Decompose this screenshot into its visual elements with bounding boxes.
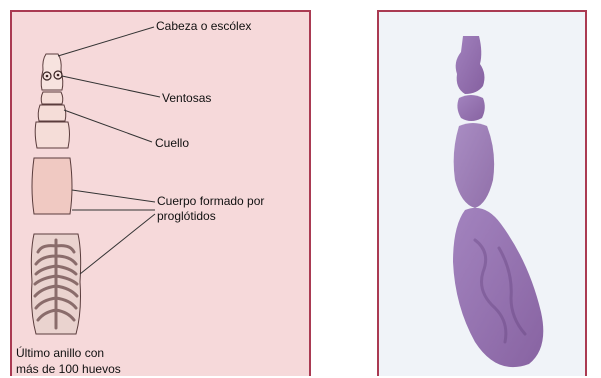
segment-3	[35, 122, 69, 148]
micrograph-gravid-segment	[453, 208, 543, 367]
label-scolex: Cabeza o escólex	[156, 19, 251, 33]
micrograph-neck	[457, 95, 484, 121]
label-neck: Cuello	[155, 136, 189, 150]
tapeworm-micrograph	[379, 12, 587, 376]
proglottid-segment	[32, 158, 72, 214]
leader-suckers	[62, 76, 160, 97]
segment-2	[38, 105, 66, 121]
neck-segment	[41, 92, 63, 104]
label-body-line2: proglótidos	[157, 209, 216, 223]
label-last-ring-line2: más de 100 huevos	[16, 362, 121, 376]
micrograph-scolex	[456, 36, 485, 94]
leader-body-3	[80, 214, 155, 274]
micrograph-panel	[377, 10, 587, 376]
label-last-ring-line1: Último anillo con	[16, 346, 104, 360]
label-body-line1: Cuerpo formado por	[157, 194, 264, 208]
scolex-shape	[41, 54, 63, 90]
label-suckers: Ventosas	[162, 91, 211, 105]
leader-neck	[64, 110, 152, 142]
micrograph-segment	[454, 123, 494, 208]
leader-scolex	[58, 27, 154, 56]
leader-body-1	[72, 190, 155, 202]
sucker-left-dot	[46, 75, 49, 78]
labeled-diagram-panel: Cabeza o escólex Ventosas Cuello Cuerpo …	[10, 10, 311, 376]
sucker-right-dot	[57, 74, 60, 77]
